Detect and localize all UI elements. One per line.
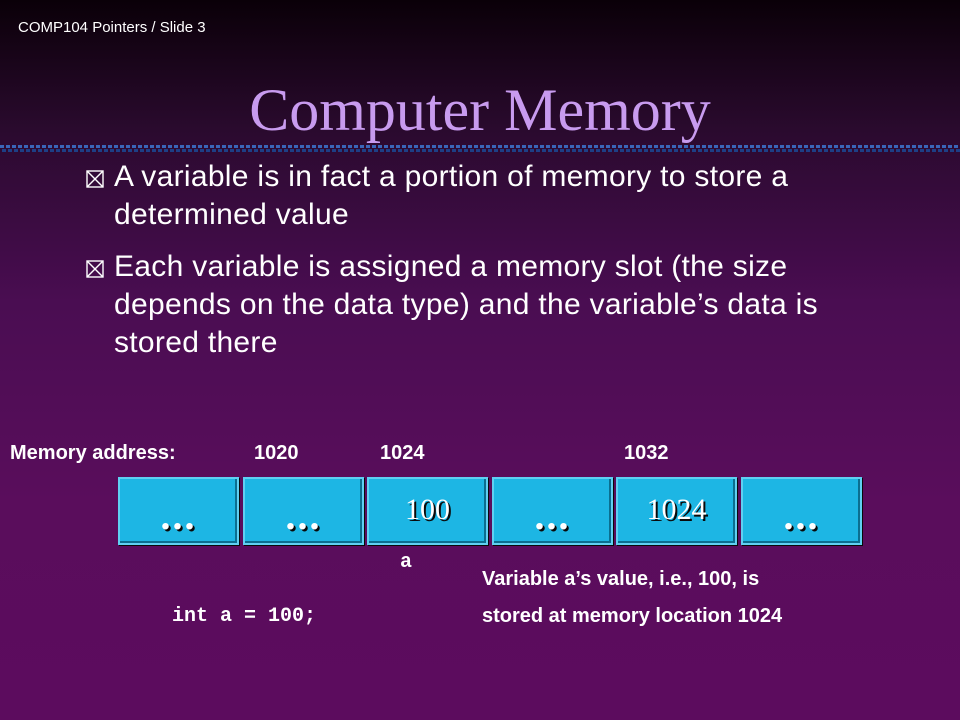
memory-address-1020: 1020: [254, 442, 299, 464]
title-divider: [0, 144, 960, 152]
memory-cell: ...: [243, 477, 364, 545]
bullet-list: A variable is in fact a portion of memor…: [84, 158, 884, 376]
explanation-line: Variable a’s value, i.e., 100, is: [482, 568, 760, 590]
code-declaration: int a = 100;: [172, 605, 317, 628]
slide-title: Computer Memory: [249, 77, 711, 143]
memory-cell: ...: [741, 477, 862, 545]
box-x-bullet-icon: [86, 170, 104, 188]
memory-cell-variable-a: 100: [367, 477, 488, 545]
bullet-text: Each variable is assigned a memory slot …: [114, 250, 818, 359]
explanation-text: Variable a’s value, i.e., 100, is stored…: [482, 561, 942, 635]
memory-cell: ...: [118, 477, 239, 545]
bullet-item: A variable is in fact a portion of memor…: [84, 158, 884, 234]
memory-cell-value: 1024: [646, 493, 707, 526]
bullet-text: A variable is in fact a portion of memor…: [114, 160, 789, 231]
memory-cell-dots: ...: [534, 493, 571, 538]
bullet-item: Each variable is assigned a memory slot …: [84, 248, 884, 362]
memory-cell: ...: [492, 477, 613, 545]
memory-row: ... ... 100 ... 1024 ...: [118, 477, 865, 545]
memory-cell-dots: ...: [285, 493, 322, 538]
variable-name-label: a: [400, 551, 413, 574]
memory-cell-dots: ...: [783, 493, 820, 538]
box-x-bullet-icon: [86, 260, 104, 278]
slide-header: COMP104 Pointers / Slide 3: [18, 19, 206, 36]
memory-cell-value: 100: [405, 493, 450, 526]
memory-cell-dots: ...: [160, 493, 197, 538]
explanation-line: stored at memory location 1024: [482, 605, 783, 627]
memory-cell: 1024: [616, 477, 737, 545]
memory-address-label: Memory address:: [10, 442, 176, 464]
memory-address-1024: 1024: [380, 442, 425, 464]
memory-address-1032: 1032: [624, 442, 669, 464]
